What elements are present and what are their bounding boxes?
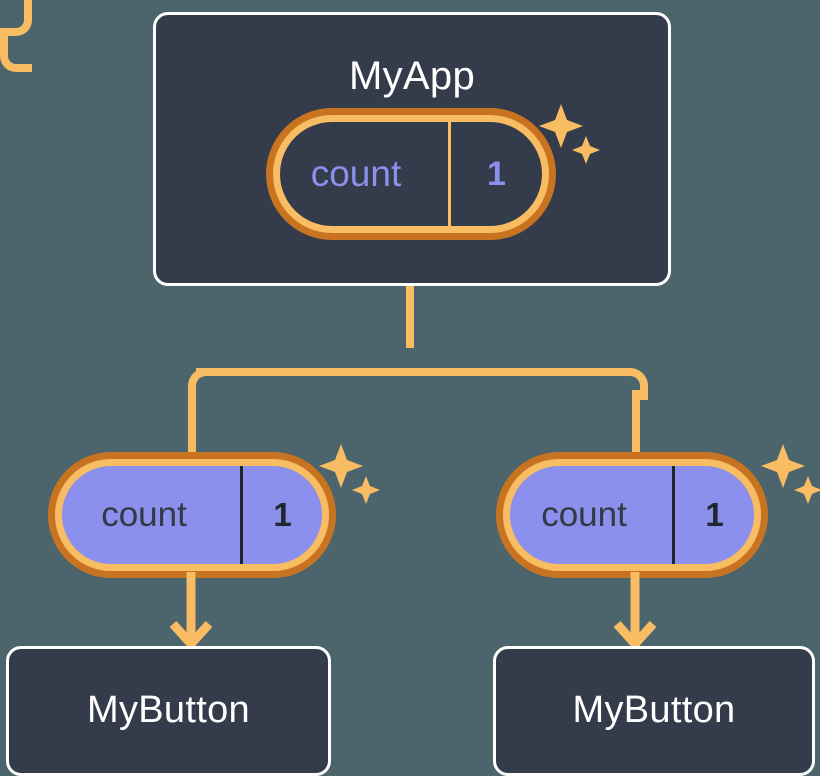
component-card-mybutton-right[interactable]: MyButton (493, 646, 815, 776)
signal-pill-child-left-value: 1 (240, 466, 322, 564)
connector-stem (406, 286, 414, 348)
arrow-down-icon (613, 572, 657, 650)
signal-pill-child-right-key: count (541, 495, 627, 534)
connector-fork-left (0, 0, 32, 36)
signal-pill-root[interactable]: count 1 (266, 108, 556, 240)
arrow-down-icon (169, 572, 213, 650)
connector-fork-right (0, 36, 32, 72)
sparkles-icon (761, 444, 820, 504)
connector-elbow-left (188, 368, 220, 400)
connector-drop-left (188, 390, 196, 456)
signal-pill-child-right-value: 1 (672, 466, 754, 564)
component-title-myapp: MyApp (349, 54, 475, 98)
signal-pill-child-left[interactable]: count 1 (48, 452, 336, 578)
signal-pill-root-inner: count 1 (280, 122, 542, 226)
component-card-mybutton-left[interactable]: MyButton (6, 646, 331, 776)
signal-pill-child-right[interactable]: count 1 (496, 452, 768, 578)
connector-horizontal-bar (196, 368, 624, 376)
signal-pill-root-key: count (310, 153, 402, 194)
signal-pill-child-right-inner: count 1 (510, 466, 754, 564)
component-title-mybutton-left: MyButton (87, 689, 250, 731)
signal-pill-child-left-key: count (101, 495, 187, 534)
connector-elbow-right (616, 368, 648, 400)
signal-pill-root-value: 1 (448, 122, 542, 226)
connector-drop-right (632, 390, 640, 456)
signal-pill-child-left-inner: count 1 (62, 466, 322, 564)
component-title-mybutton-right: MyButton (572, 689, 736, 731)
